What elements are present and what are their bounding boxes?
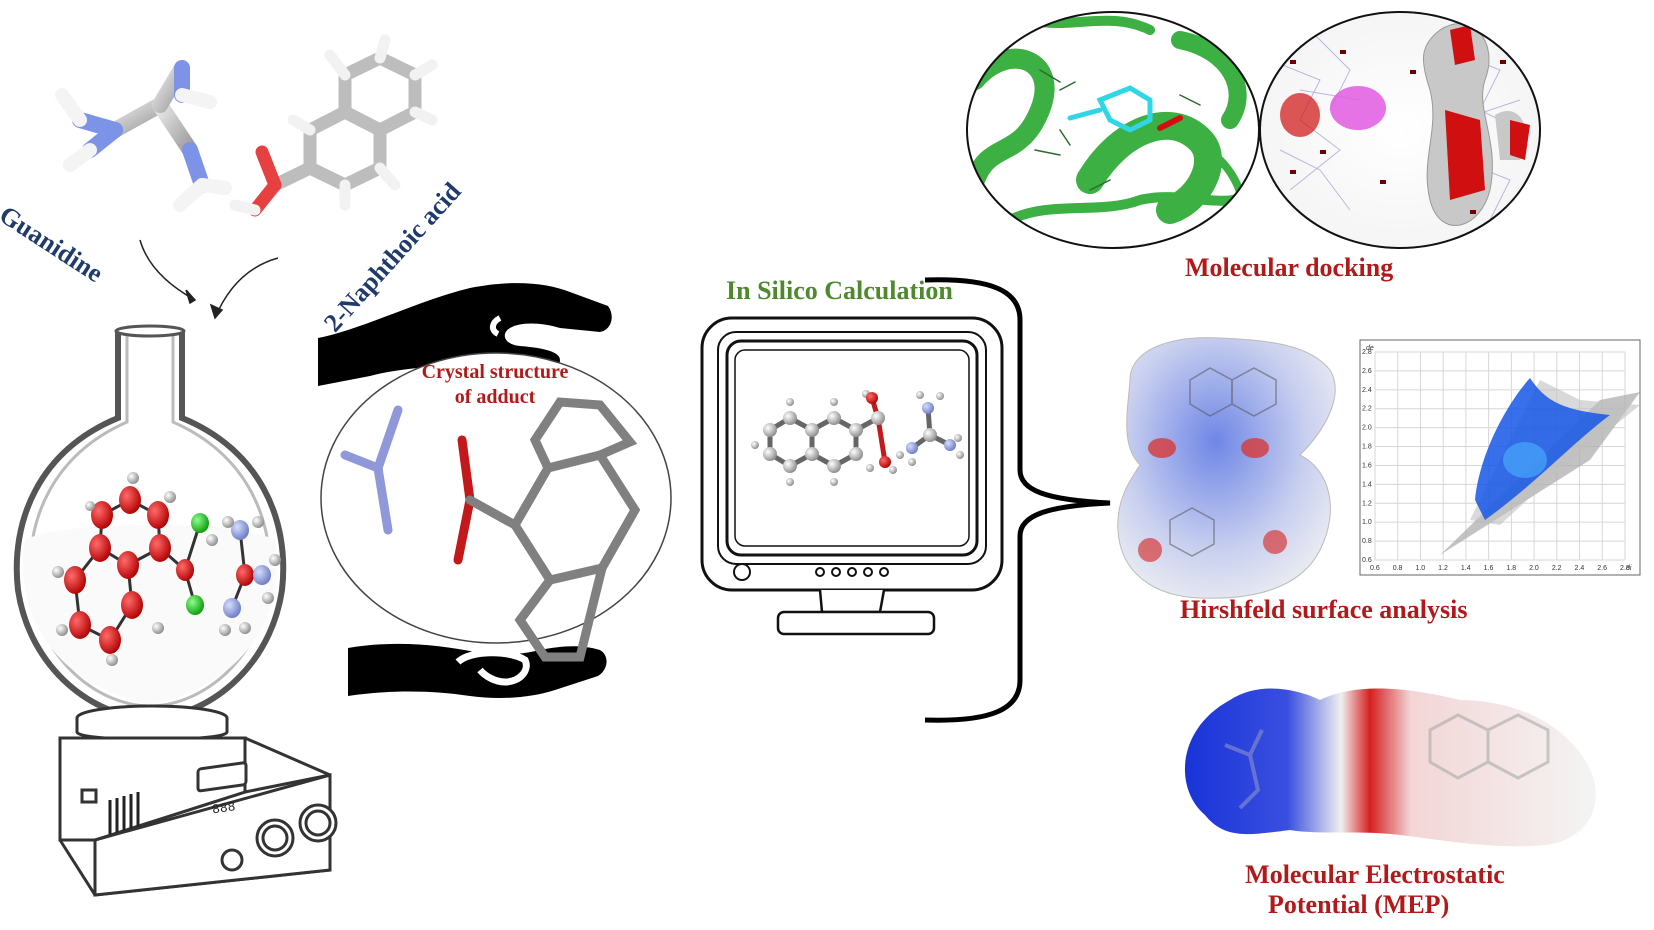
computer-monitor-icon bbox=[700, 316, 1004, 636]
fingerprint-x-tick: 0.8 bbox=[1393, 565, 1403, 572]
fingerprint-y-tick: 0.6 bbox=[1362, 557, 1372, 564]
docking-surface-view bbox=[1259, 11, 1541, 249]
fingerprint-x-tick: 2.0 bbox=[1529, 565, 1539, 572]
fingerprint-x-tick: 2.2 bbox=[1552, 565, 1562, 572]
fingerprint-x-tick: 1.4 bbox=[1461, 565, 1471, 572]
mep-surface bbox=[1184, 688, 1596, 847]
in-silico-label: In Silico Calculation bbox=[726, 276, 953, 305]
hirshfeld-label: Hirshfeld surface analysis bbox=[1180, 595, 1468, 624]
fingerprint-y-tick: 1.8 bbox=[1362, 444, 1372, 451]
mep-label-line2: Potential (MEP) bbox=[1268, 890, 1450, 919]
fingerprint-x-tick: 0.6 bbox=[1370, 565, 1380, 572]
molecular-docking-label: Molecular docking bbox=[1185, 253, 1394, 282]
fingerprint-y-tick: 2.8 bbox=[1362, 349, 1372, 356]
fingerprint-y-axis-label: de bbox=[1366, 345, 1374, 352]
ortep-structure bbox=[52, 472, 281, 666]
fingerprint-y-tick: 2.0 bbox=[1362, 425, 1372, 432]
screen-molecule bbox=[751, 390, 964, 486]
fingerprint-y-tick: 2.4 bbox=[1362, 387, 1372, 394]
mep-label: Molecular Electrostatic bbox=[1215, 860, 1535, 890]
fingerprint-y-tick: 1.6 bbox=[1362, 462, 1372, 469]
fingerprint-y-tick: 0.8 bbox=[1362, 538, 1372, 545]
fingerprint-x-tick: 1.6 bbox=[1484, 565, 1494, 572]
fingerprint-x-axis-label: di bbox=[1626, 565, 1632, 572]
fingerprint-y-tick: 2.2 bbox=[1362, 406, 1372, 413]
fingerprint-plot: 2.8 2.6 2.4 2.2 2.0 1.8 1.6 1.4 1.2 1.0 0.8 0.6 0.6… bbox=[1359, 339, 1641, 576]
hotplate-display: 888 bbox=[211, 799, 236, 817]
naphthoic-acid-molecule bbox=[229, 34, 438, 217]
fingerprint-y-tick: 1.4 bbox=[1362, 481, 1372, 488]
hirshfeld-surface bbox=[1117, 337, 1336, 599]
guanidine-molecule bbox=[55, 60, 232, 212]
fingerprint-x-tick: 1.2 bbox=[1438, 565, 1448, 572]
crystal-structure-line2: of adduct bbox=[454, 386, 536, 408]
reaction-arrows bbox=[139, 239, 279, 320]
hand-icon bbox=[348, 643, 607, 698]
curly-brace-icon bbox=[924, 277, 1111, 723]
mep-line1: Molecular Electrostatic bbox=[1245, 860, 1505, 889]
fingerprint-x-tick: 1.0 bbox=[1415, 565, 1425, 572]
docking-ribbon-view bbox=[966, 11, 1260, 249]
fingerprint-x-tick: 2.6 bbox=[1597, 565, 1607, 572]
fingerprint-x-tick: 2.4 bbox=[1575, 565, 1585, 572]
fingerprint-x-tick: 1.8 bbox=[1506, 565, 1516, 572]
hotplate-stirrer-icon bbox=[58, 704, 338, 897]
fingerprint-y-tick: 1.2 bbox=[1362, 500, 1372, 507]
fingerprint-y-tick: 1.0 bbox=[1362, 519, 1372, 526]
fingerprint-y-tick: 2.6 bbox=[1362, 368, 1372, 375]
fingerprint-x-tick: 2.8 bbox=[1620, 565, 1630, 572]
crystal-structure-line1: Crystal structure bbox=[421, 361, 569, 383]
crystal-structure-label: Crystal structure of adduct bbox=[380, 360, 610, 410]
crystal-structure-panel bbox=[320, 352, 672, 662]
